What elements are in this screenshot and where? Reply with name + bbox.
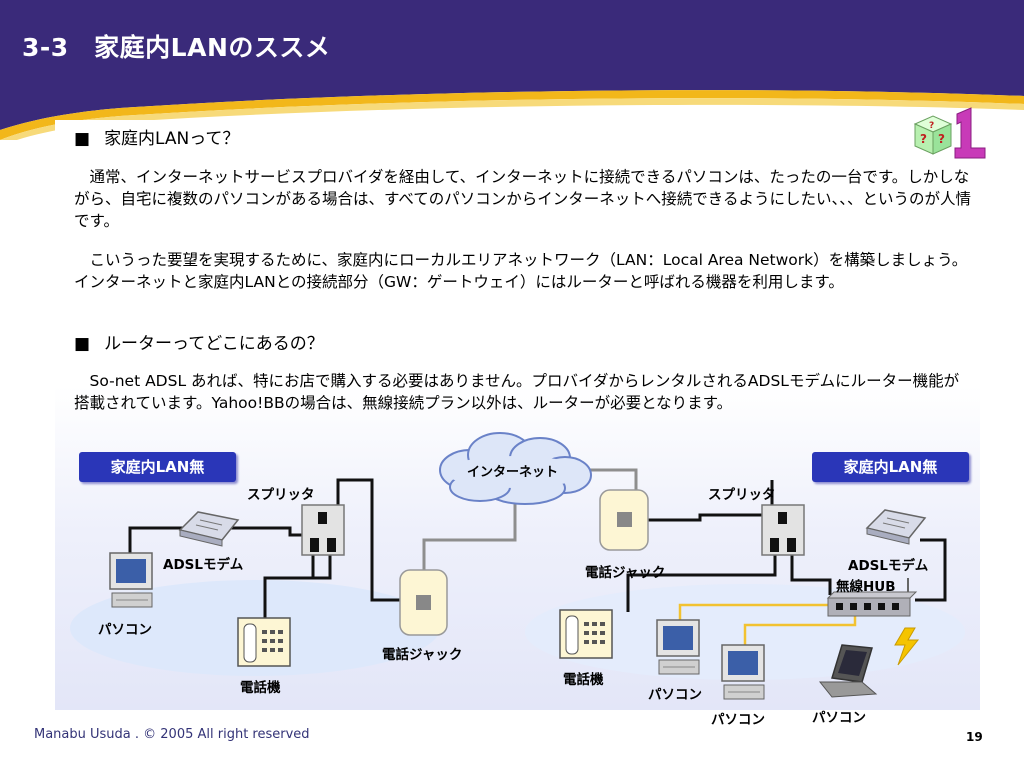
wireless-signal-icon <box>894 627 920 666</box>
section-heading-lan: ■家庭内LANって？ <box>74 129 240 149</box>
pc-right-3-label: パソコン <box>812 710 866 726</box>
bullet-square: ■ <box>74 129 91 149</box>
paragraph-3: So-net ADSL あれば、特にお店で購入する必要はありません。プロバイダか… <box>74 372 960 412</box>
bullet-square: ■ <box>74 334 91 354</box>
pc-left-icon <box>109 552 153 608</box>
copyright-text: Manabu Usuda . © 2005 All right reserved <box>34 727 310 742</box>
jack-right-label: 電話ジャック <box>585 565 666 581</box>
phone-jack-left-icon <box>399 569 448 636</box>
phone-right-label: 電話機 <box>563 672 604 688</box>
svg-text:?: ? <box>938 132 945 146</box>
adsl-modem-left-icon <box>178 511 240 547</box>
laptop-icon <box>818 644 878 698</box>
telephone-right-icon <box>559 609 613 659</box>
modem-right-label: ADSLモデム <box>848 558 929 574</box>
paragraph-1: 通常、インターネットサービスプロバイダを経由して、インターネットに接続できるパソ… <box>74 168 971 230</box>
right-lan-badge: 家庭内LAN無 <box>812 452 969 482</box>
pc-right-1-icon <box>656 619 700 675</box>
pc-right-1-label: パソコン <box>648 687 702 703</box>
page-number: 19 <box>966 730 983 744</box>
slide-title: 3-3 家庭内LANのススメ <box>22 33 331 62</box>
pc-right-2-label: パソコン <box>711 712 765 728</box>
wireless-hub-icon <box>826 578 918 617</box>
pc-left-label: パソコン <box>98 622 152 638</box>
adsl-modem-right-icon <box>865 509 927 545</box>
splitter-right-icon <box>761 504 805 556</box>
splitter-left-label: スプリッタ <box>247 487 315 503</box>
jack-left-label: 電話ジャック <box>382 647 463 663</box>
section-heading-router: ■ルーターってどこにあるの？ <box>74 334 324 354</box>
phone-left-label: 電話機 <box>240 680 281 696</box>
svg-text:?: ? <box>920 132 927 146</box>
hub-label: 無線HUB <box>836 579 896 595</box>
modem-left-label: ADSLモデム <box>163 557 244 573</box>
internet-label: インターネット <box>467 465 559 480</box>
left-lan-badge: 家庭内LAN無 <box>79 452 236 482</box>
pc-right-2-icon <box>721 644 765 700</box>
splitter-left-icon <box>301 504 345 556</box>
svg-text:?: ? <box>929 121 934 131</box>
paragraph-2: こいうった要望を実現するために、家庭内にローカルエリアネットワーク（LAN：Lo… <box>74 251 968 291</box>
header-band <box>0 0 1024 140</box>
splitter-right-label: スプリッタ <box>708 487 776 503</box>
phone-jack-right-icon <box>599 489 649 551</box>
telephone-left-icon <box>237 617 291 667</box>
